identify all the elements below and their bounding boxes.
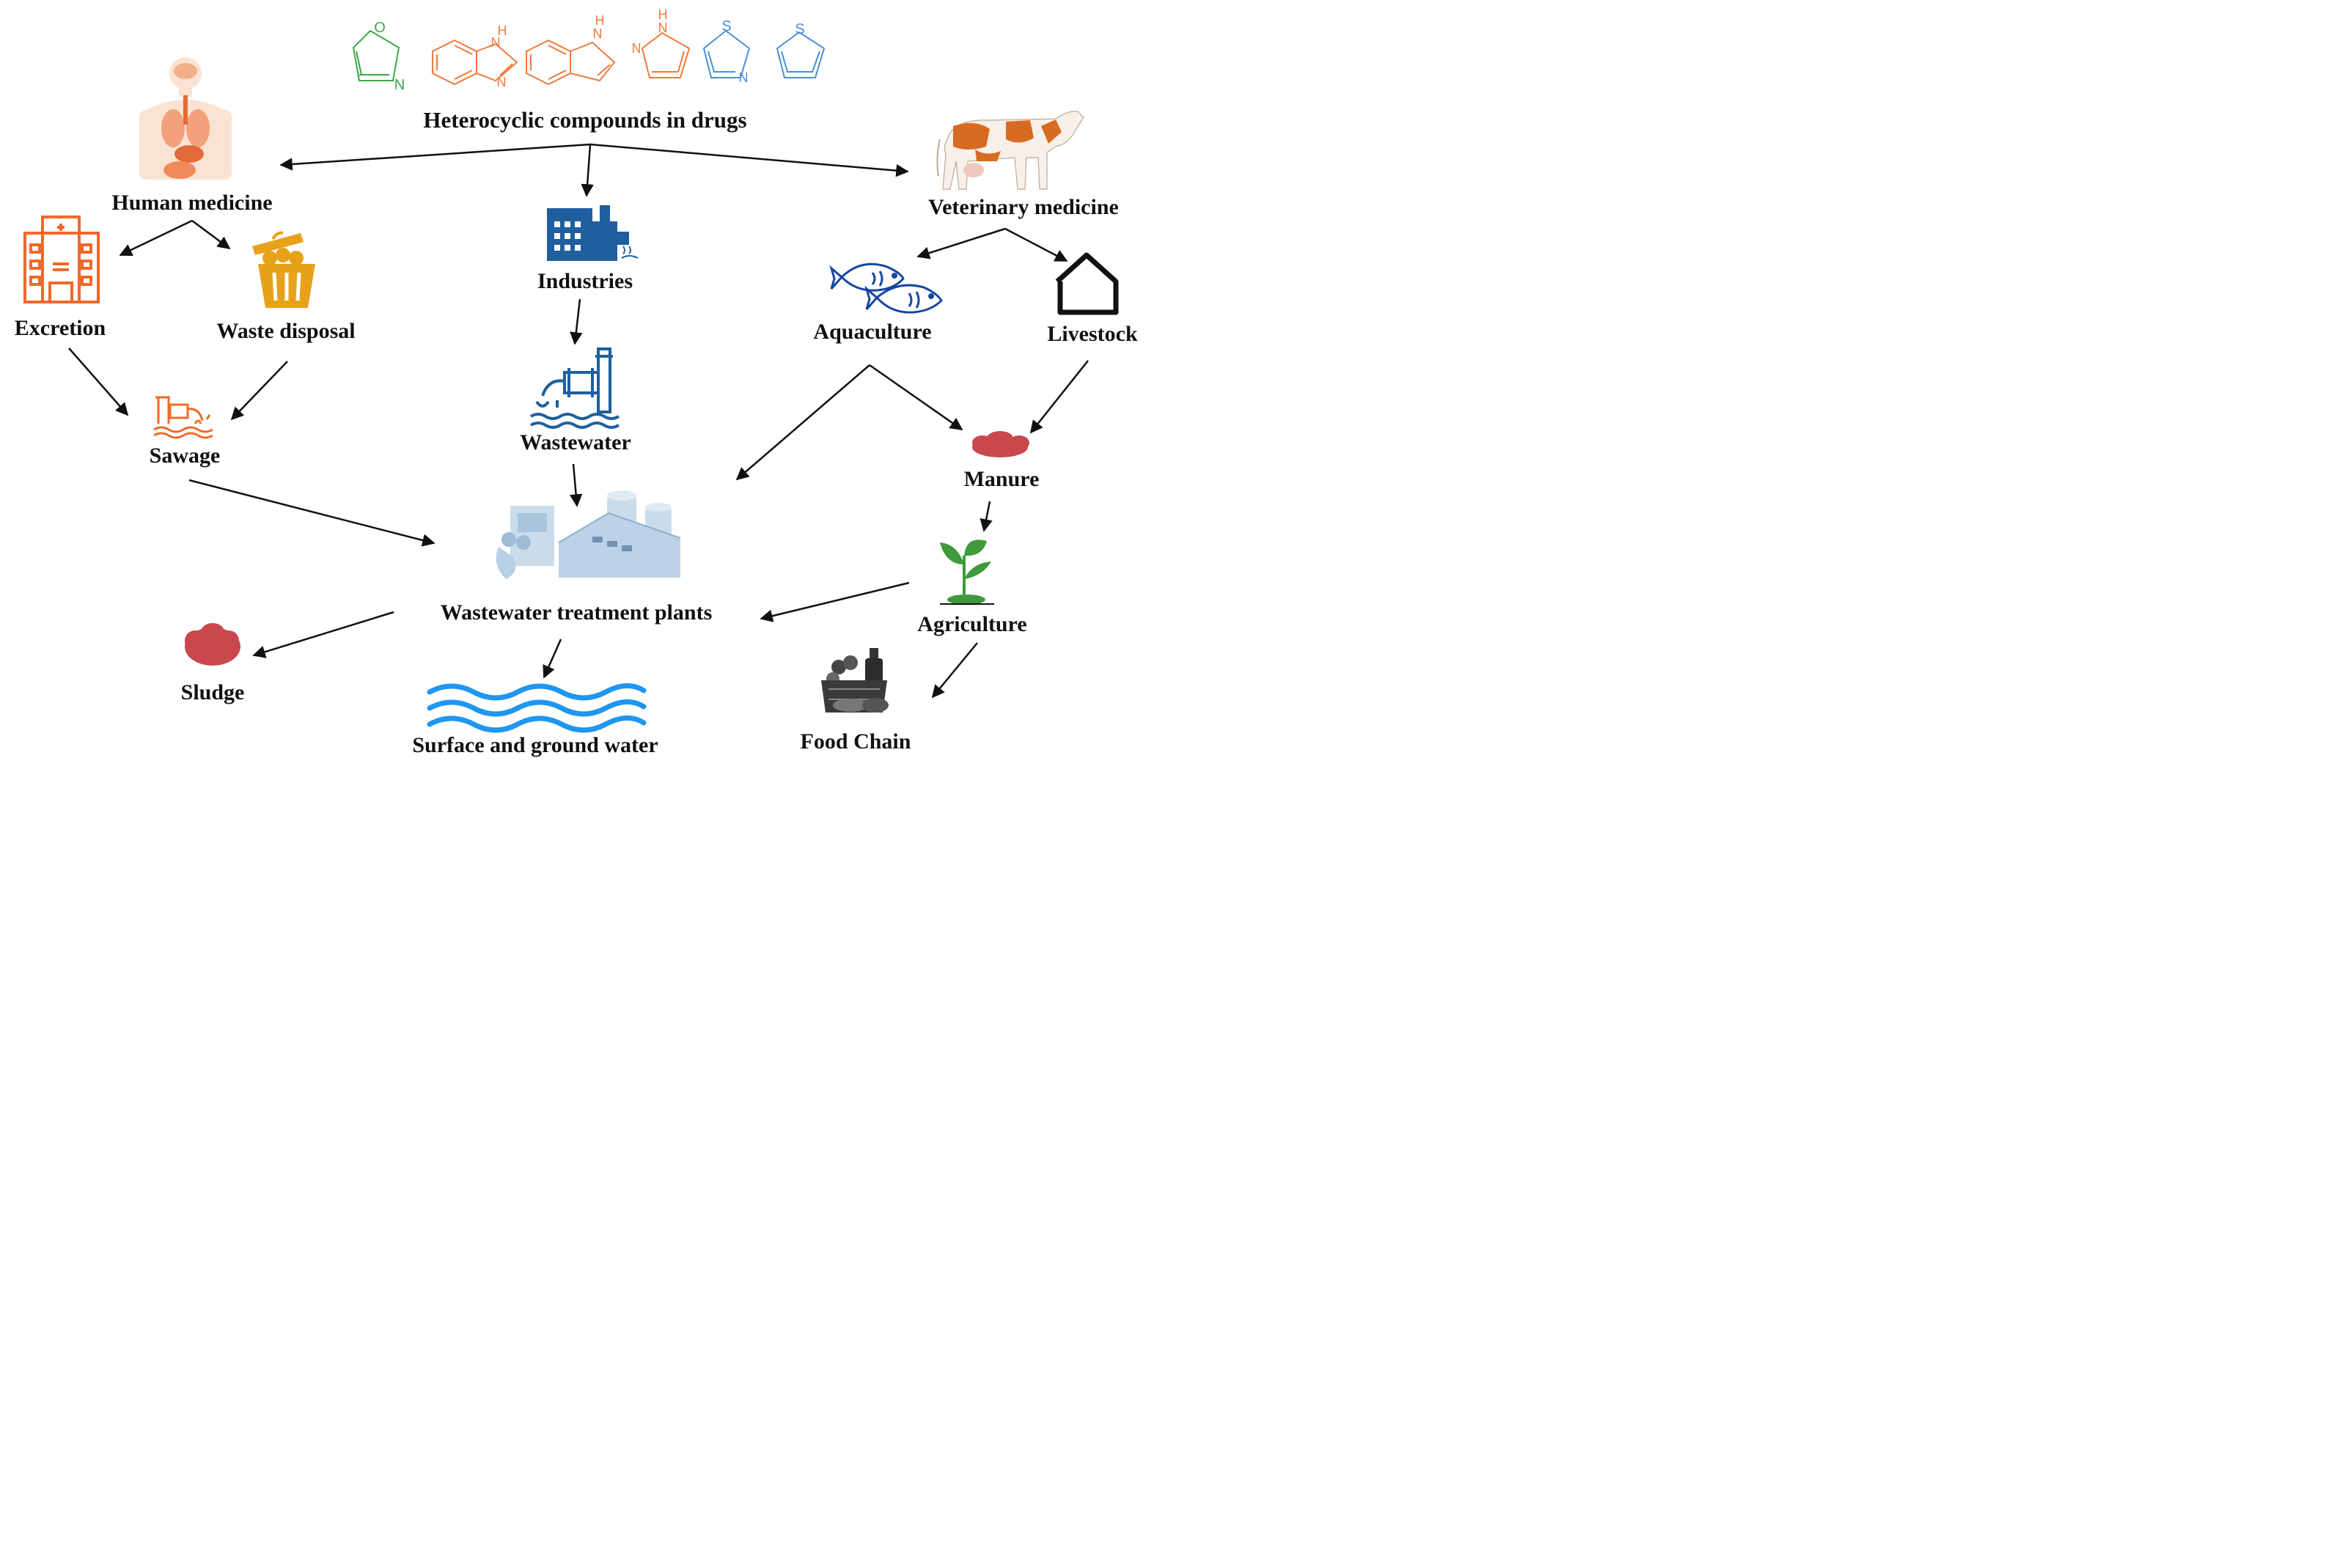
diagram-title: Heterocyclic compounds in drugs: [423, 107, 747, 133]
arrow-industries-to-wastewater: [570, 298, 583, 345]
arrow-waste-to-sewage: [230, 361, 288, 421]
diagram: O N H N N H N H N N S N S: [0, 0, 1150, 770]
arrow-excretion-to-sewage: [68, 347, 129, 416]
arrow-sewage-to-wwtp: [188, 479, 436, 547]
node-wastewater: Wastewater: [520, 430, 631, 454]
benzimidazole-n1-label: N: [491, 35, 501, 50]
thiazole-structure: S N: [702, 18, 751, 85]
factory-icon: [547, 205, 639, 261]
house-icon: [1055, 252, 1119, 315]
thiophene-s-label: S: [795, 21, 804, 37]
thiazole-n-label: N: [739, 70, 749, 85]
node-water: Surface and ground water: [412, 733, 658, 757]
arrow-human-to-waste: [191, 219, 231, 250]
benzimidazole-h-label: H: [498, 23, 507, 38]
arrow-livestock-to-manure: [1029, 360, 1089, 434]
node-sewage: Sawage: [149, 443, 221, 468]
arrow-human-to-excretion: [119, 219, 193, 257]
node-sludge: Sludge: [180, 680, 245, 704]
node-veterinary-medicine: Veterinary medicine: [928, 195, 1119, 219]
manure-icon: [972, 431, 1029, 457]
pyrazole-h-label: H: [658, 7, 668, 22]
thiazole-s-label: S: [721, 18, 731, 34]
pyrazole-structure: H N N: [632, 7, 691, 78]
node-waste-disposal: Waste disposal: [216, 319, 356, 343]
arrow-agriculture-to-food: [931, 642, 978, 699]
benzimidazole-structure: H N N: [432, 23, 518, 89]
treatment-plant-icon: [496, 490, 681, 579]
sewage-pipe-icon: [153, 396, 213, 439]
arrow-title-to-veterinary: [589, 143, 909, 177]
human-body-icon: [139, 57, 232, 180]
arrow-agriculture-to-wwtp: [760, 581, 910, 622]
thiophene-structure: S: [776, 21, 826, 78]
diagram-canvas: O N H N N H N H N N S N S: [23, 7, 1119, 733]
arrow-wwtp-to-sludge: [252, 611, 394, 658]
node-agriculture: Agriculture: [917, 612, 1027, 636]
arrow-wwtp-to-water: [543, 638, 562, 679]
water-waves-icon: [427, 683, 647, 733]
node-wwtp: Wastewater treatment plants: [440, 600, 713, 625]
trash-can-icon: [252, 231, 315, 308]
benzimidazole-n2-label: N: [497, 75, 507, 89]
arrow-veterinary-to-aquaculture: [916, 227, 1006, 260]
node-aquaculture: Aquaculture: [813, 320, 932, 344]
node-livestock: Livestock: [1047, 322, 1138, 346]
node-food-chain: Food Chain: [800, 729, 911, 754]
arrow-title-to-human: [279, 143, 591, 171]
hospital-icon: [23, 216, 100, 303]
indole-n-label: N: [593, 26, 603, 41]
fish-icon: [829, 262, 943, 314]
sludge-icon: [185, 623, 240, 666]
oxazole-n-label: N: [394, 77, 405, 93]
plant-icon: [940, 540, 994, 605]
cow-icon: [936, 111, 1084, 190]
arrow-wastewater-to-wwtp: [569, 463, 583, 507]
arrow-aquaculture-to-wwtp: [735, 364, 870, 481]
node-human-medicine: Human medicine: [111, 191, 273, 215]
node-industries: Industries: [537, 269, 633, 293]
arrow-veterinary-to-livestock: [1004, 227, 1068, 262]
oxazole-o-label: O: [374, 20, 386, 36]
oxazole-structure: O N: [352, 20, 405, 93]
pyrazole-n2-label: N: [632, 41, 642, 56]
wastewater-pipe-icon: [529, 347, 620, 429]
pyrazole-n1-label: N: [658, 21, 668, 35]
arrow-manure-to-agriculture: [980, 501, 993, 532]
node-manure: Manure: [963, 467, 1040, 491]
arrows: [68, 143, 1089, 699]
node-excretion: Excretion: [14, 316, 106, 340]
indole-h-label: H: [595, 13, 605, 28]
indole-structure: H N: [526, 13, 616, 86]
arrow-title-to-industries: [581, 144, 594, 197]
arrow-aquaculture-to-manure: [869, 364, 963, 431]
food-basket-icon: [821, 648, 889, 713]
